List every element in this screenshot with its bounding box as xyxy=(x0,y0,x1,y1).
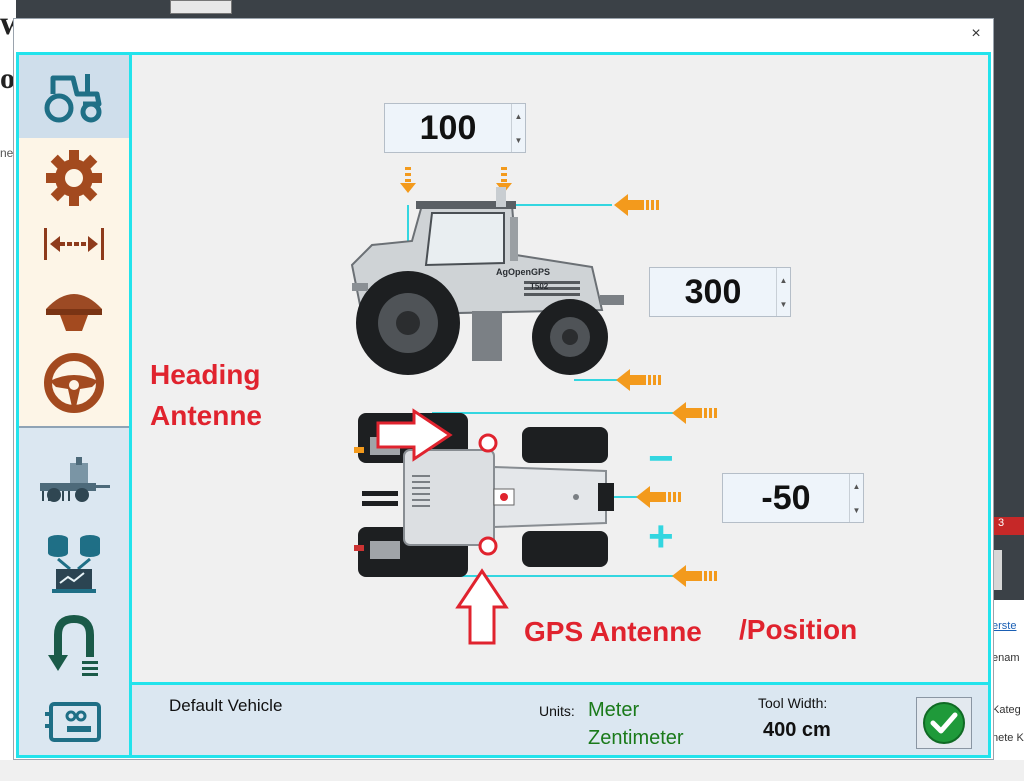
sidebar-item-uturn[interactable] xyxy=(19,605,129,685)
sidebar xyxy=(19,55,132,755)
data-transfer-icon xyxy=(48,535,100,593)
tractor-model-label: T502 xyxy=(530,282,549,291)
background-text: Kateg xyxy=(992,704,1021,716)
background-text: nete K xyxy=(992,732,1024,744)
background-link: erste xyxy=(992,620,1017,632)
tool-width-label: Tool Width: xyxy=(758,695,828,711)
gps-arrow xyxy=(455,568,509,645)
units-label: Units: xyxy=(539,703,575,719)
background-panel xyxy=(992,550,1002,590)
antenna-config-panel: AgOpenGPS T502 xyxy=(132,55,988,685)
sidebar-item-hardware[interactable] xyxy=(19,690,129,755)
heading-arrow xyxy=(376,408,453,462)
antenna-offset-spin[interactable]: ▲ ▼ xyxy=(849,474,863,522)
background-text-fragment: o xyxy=(0,62,15,95)
plus-sign: + xyxy=(648,512,674,561)
background-text: enam xyxy=(992,652,1020,664)
tractor-diagram: AgOpenGPS T502 xyxy=(350,167,717,645)
vehicle-config-dialog: × xyxy=(13,18,994,760)
gps-antenna-icon xyxy=(46,294,102,331)
antenna-offset-stepper[interactable]: -50 ▲ ▼ xyxy=(722,473,864,523)
sidebar-item-dimensions[interactable] xyxy=(19,213,129,275)
width-arrows-icon xyxy=(44,228,104,260)
sidebar-item-data[interactable] xyxy=(19,523,129,603)
spin-up-icon[interactable]: ▲ xyxy=(779,275,788,285)
tractor-icon xyxy=(44,73,102,122)
antenna-height-stepper[interactable]: 100 ▲ ▼ xyxy=(384,103,526,153)
tractor-brand-label: AgOpenGPS xyxy=(496,267,550,277)
antenna-pivot-distance-value[interactable]: 300 xyxy=(684,272,742,311)
gps-antenna-label: GPS Antenne xyxy=(524,616,702,647)
u-turn-icon xyxy=(48,614,98,676)
spin-down-icon[interactable]: ▼ xyxy=(852,505,861,515)
sidebar-item-antenna[interactable] xyxy=(19,280,129,342)
spin-down-icon[interactable]: ▼ xyxy=(514,135,523,145)
control-board-icon xyxy=(45,701,101,742)
checkmark-icon xyxy=(923,702,965,744)
config-frame: AgOpenGPS T502 xyxy=(16,52,991,758)
tool-width-value: 400 cm xyxy=(763,719,831,741)
steering-wheel-icon xyxy=(44,353,104,413)
background-bottom-strip xyxy=(0,760,1024,781)
antenna-height-spin[interactable]: ▲ ▼ xyxy=(511,104,525,152)
antenna-height-value[interactable]: 100 xyxy=(419,108,477,147)
heading-label-line2: Antenne xyxy=(150,400,262,431)
spin-down-icon[interactable]: ▼ xyxy=(779,299,788,309)
antenna-offset-value[interactable]: -50 xyxy=(761,478,811,517)
sidebar-item-implement[interactable] xyxy=(19,440,129,520)
unit-meter[interactable]: Meter xyxy=(588,699,640,721)
minus-sign: − xyxy=(648,434,674,483)
sidebar-item-settings[interactable] xyxy=(19,145,129,211)
implement-icon xyxy=(40,457,110,502)
sidebar-item-steering[interactable] xyxy=(19,347,129,419)
sidebar-item-vehicle[interactable] xyxy=(19,55,129,138)
position-label: /Position xyxy=(739,614,858,645)
spin-up-icon[interactable]: ▲ xyxy=(514,111,523,121)
antenna-pivot-distance-stepper[interactable]: 300 ▲ ▼ xyxy=(649,267,791,317)
background-text-fragment-small: ne xyxy=(0,146,14,160)
background-badge: 3 xyxy=(994,517,1024,535)
close-button[interactable]: × xyxy=(971,25,981,42)
unit-zentimeter[interactable]: Zentimeter xyxy=(588,727,684,749)
antenna-pivot-spin[interactable]: ▲ ▼ xyxy=(776,268,790,316)
background-window-right: erste enam Kateg nete K xyxy=(990,600,1024,781)
spin-up-icon[interactable]: ▲ xyxy=(852,481,861,491)
heading-label-line1: Heading xyxy=(150,359,261,390)
tractor-side-view: AgOpenGPS T502 xyxy=(350,187,624,375)
gear-icon xyxy=(46,150,102,206)
background-toolbar-button xyxy=(170,0,232,14)
vehicle-name: Default Vehicle xyxy=(169,696,283,715)
ok-button[interactable] xyxy=(916,697,972,749)
